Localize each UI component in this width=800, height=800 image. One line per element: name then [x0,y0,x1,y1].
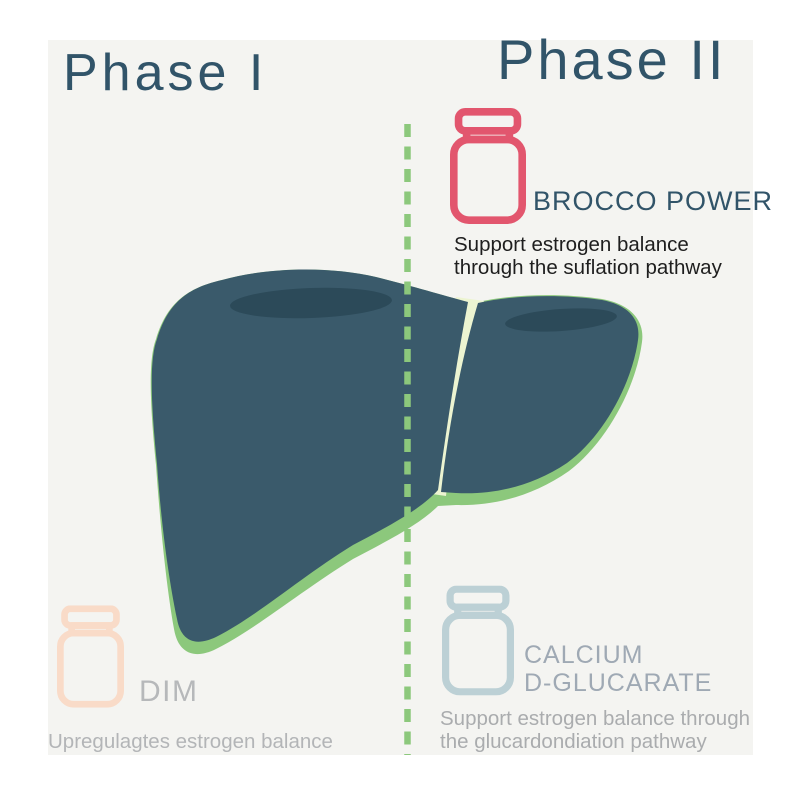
product-name-brocco-power: BROCCO POWER [533,186,774,216]
liver-left-vein [230,287,392,319]
product-description-line: the glucardondiation pathway [440,730,707,753]
phase-2-title: Phase II [497,28,727,91]
product-description-brocco-power: Support estrogen balance through the suf… [454,233,722,279]
supplement-bottle-icon [442,581,514,700]
product-name-line: CALCIUM [524,641,644,669]
liver-left-lobe [151,269,468,642]
liver-right-lobe [441,296,639,494]
product-name-line: D-GLUCARATE [524,669,713,697]
liver-right-vein [505,308,617,332]
product-name-calcium-d-glucarate: CALCIUM D-GLUCARATE [524,641,712,697]
product-description-line: Support estrogen balance through [440,707,751,730]
supplement-bottle-icon [450,105,526,227]
product-name-dim: DIM [139,675,199,708]
product-description-dim: Upregulagtes estrogen balance [48,730,333,753]
product-description-calcium-d-glucarate: Support estrogen balance through the glu… [440,707,750,753]
phase-1-title: Phase I [63,44,268,102]
product-description-line: through the suflation pathway [454,256,722,279]
product-description-line: Support estrogen balance [454,233,689,256]
product-description-line: Upregulagtes estrogen balance [48,730,333,753]
supplement-bottle-icon [57,599,124,714]
